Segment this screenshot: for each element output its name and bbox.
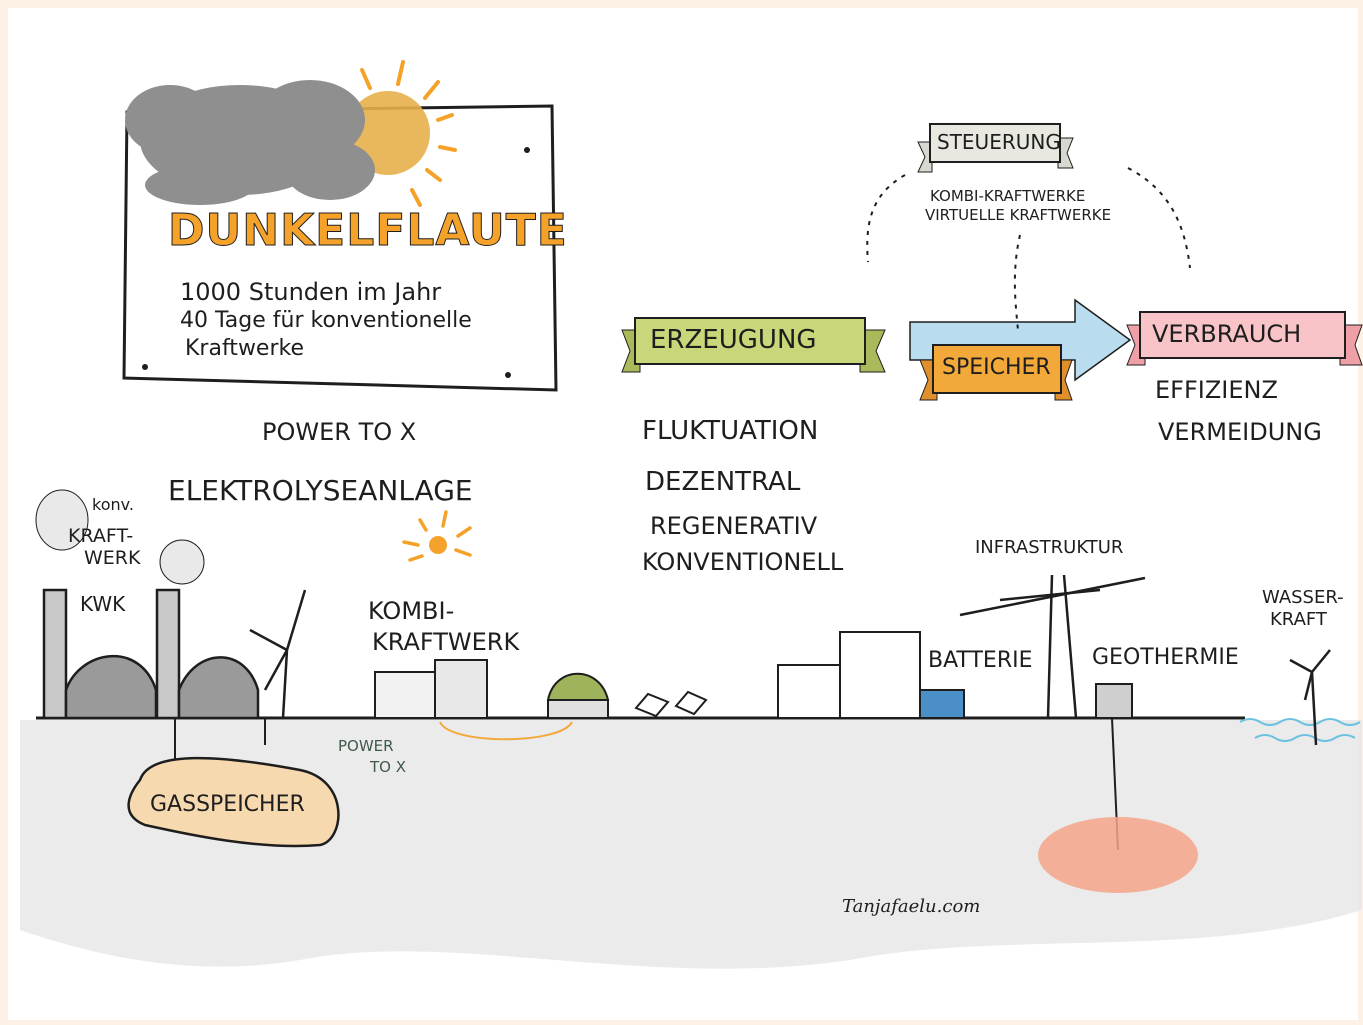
verbrauch-banner bbox=[1126, 311, 1363, 366]
erzeugung-label: ERZEUGUNG bbox=[650, 325, 817, 355]
water-waves bbox=[1239, 718, 1361, 742]
wind-turbine-icon bbox=[249, 589, 307, 719]
verbrauch-item-2: VERMEIDUNG bbox=[1158, 418, 1322, 446]
verbrauch-label: VERBRAUCH bbox=[1152, 320, 1302, 348]
erzeugung-banner bbox=[621, 317, 886, 373]
erzeugung-item-2: DEZENTRAL bbox=[645, 467, 801, 497]
erzeugung-item-1: FLUKTUATION bbox=[642, 416, 819, 446]
erzeugung-item-3: REGENERATIV bbox=[650, 512, 818, 540]
geothermal-plant-icon bbox=[1038, 683, 1198, 893]
gas-storage-icon bbox=[127, 718, 340, 848]
kwk-power-plant-icon bbox=[35, 489, 260, 720]
werk-label: WERK bbox=[84, 547, 141, 569]
sign-line-2: 40 Tage für konventionelle bbox=[180, 308, 472, 333]
cloud-icon bbox=[125, 80, 375, 205]
kombi-label: KOMBI- bbox=[368, 597, 455, 625]
kraftwerk-label: KRAFT- bbox=[68, 525, 134, 547]
kombi-kraftwerk-icon bbox=[374, 659, 610, 741]
sign-line-1: 1000 Stunden im Jahr bbox=[180, 278, 442, 306]
sign-line-3: Kraftwerke bbox=[185, 336, 305, 361]
konv-label: konv. bbox=[92, 495, 134, 514]
solar-panels-icon bbox=[634, 690, 708, 718]
sign-title: DUNKELFLAUTE bbox=[168, 205, 568, 257]
power-to-x-low-2: TO X bbox=[370, 758, 407, 776]
kombi-label-2: KRAFTWERK bbox=[372, 628, 520, 656]
batterie-label: BATTERIE bbox=[928, 648, 1033, 673]
steuerung-sub-2: VIRTUELLE KRAFTWERKE bbox=[925, 206, 1112, 224]
hydro-turbine-icon bbox=[1289, 649, 1331, 746]
city-buildings-icon bbox=[777, 631, 965, 719]
speicher-banner bbox=[919, 344, 1073, 401]
gasspeicher-label: GASSPEICHER bbox=[150, 792, 305, 817]
kraft-label: KRAFT bbox=[1270, 609, 1327, 630]
speicher-label: SPEICHER bbox=[942, 355, 1051, 380]
power-pylon-icon bbox=[959, 574, 1146, 719]
wasser-label: WASSER- bbox=[1262, 587, 1344, 608]
signature: Tanjafaelu.com bbox=[842, 896, 981, 917]
infrastruktur-label: INFRASTRUKTUR bbox=[975, 537, 1124, 558]
power-to-x-low-1: POWER bbox=[338, 737, 394, 755]
steuerung-sub-1: KOMBI-KRAFTWERKE bbox=[930, 187, 1086, 205]
steuerung-label: STEUERUNG bbox=[937, 130, 1061, 154]
geothermie-label: GEOTHERMIE bbox=[1092, 645, 1239, 670]
verbrauch-item-1: EFFIZIENZ bbox=[1155, 376, 1278, 404]
steering-arrows bbox=[866, 167, 1191, 331]
erzeugung-item-4: KONVENTIONELL bbox=[642, 548, 844, 576]
steuerung-banner bbox=[917, 123, 1074, 173]
lightbulb-icon bbox=[402, 510, 472, 562]
ground-wash bbox=[20, 720, 1362, 969]
elektrolyse-label: ELEKTROLYSEANLAGE bbox=[168, 474, 473, 507]
kwk-label: KWK bbox=[80, 592, 126, 616]
power-to-x-top: POWER TO X bbox=[262, 418, 417, 446]
